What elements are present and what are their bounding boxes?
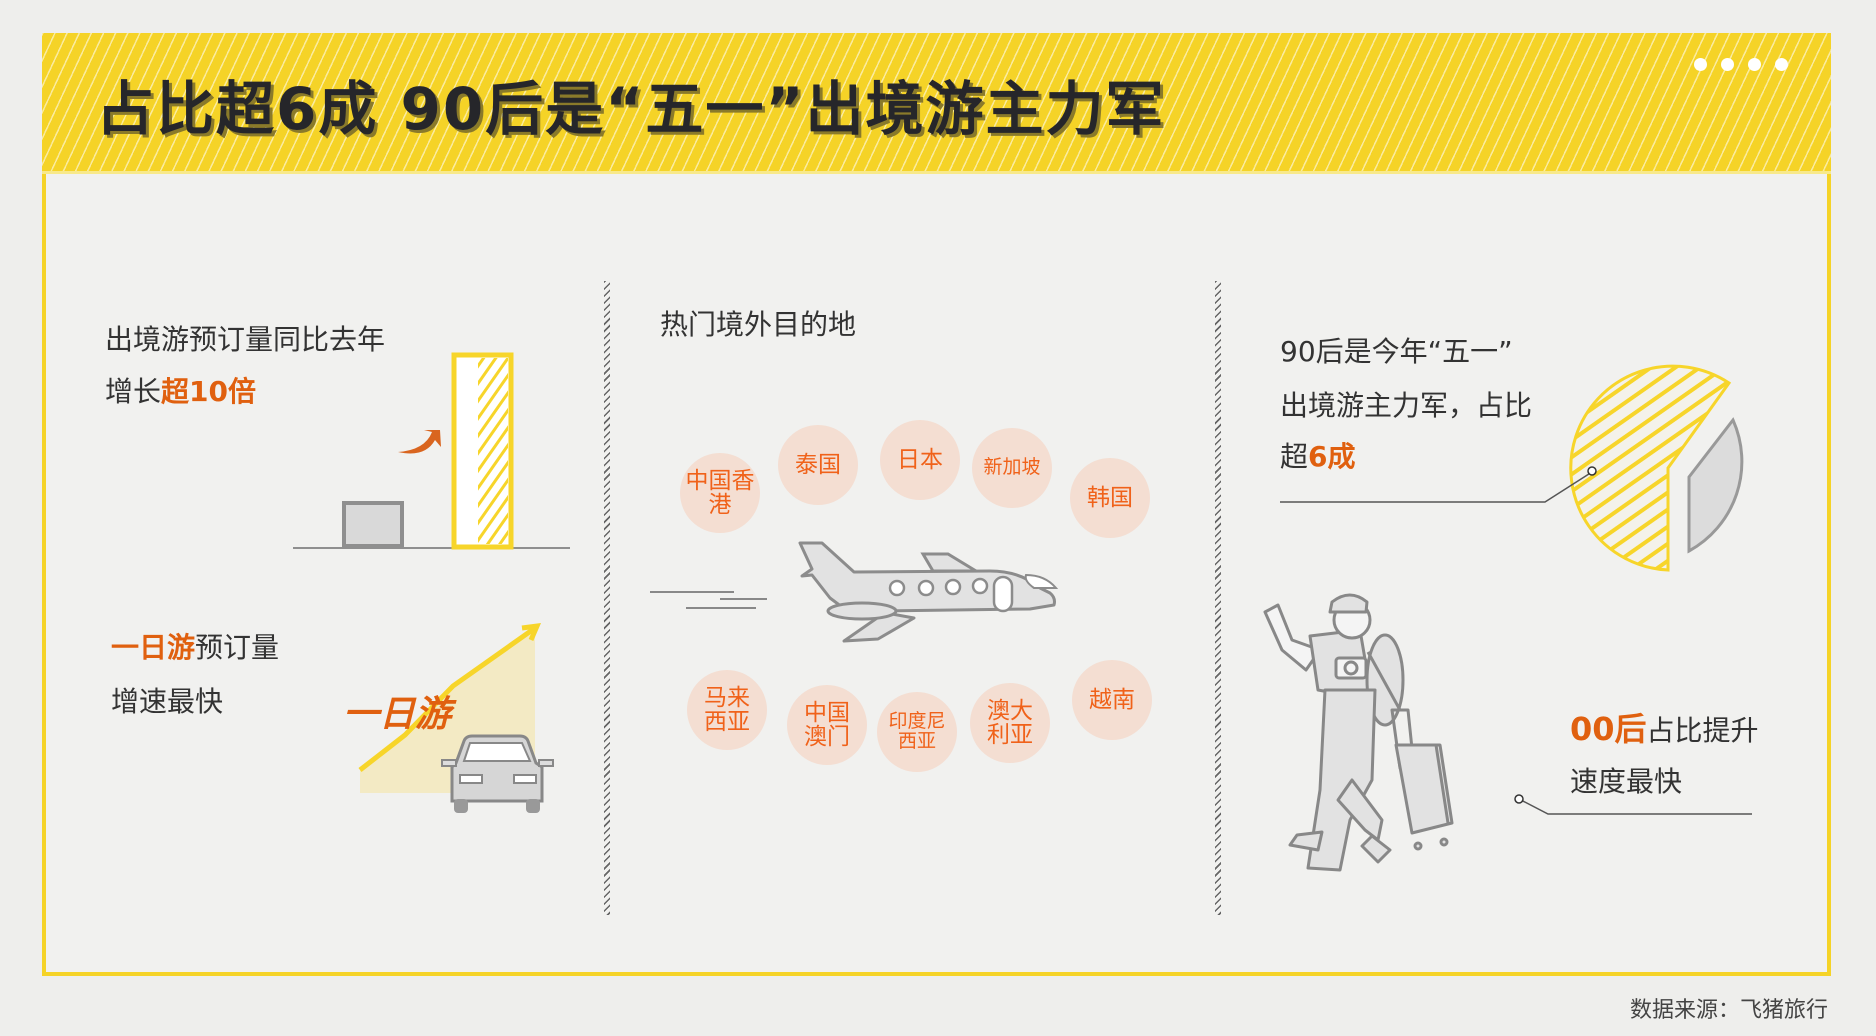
destination-bubble: 中国澳门 [787, 685, 867, 765]
destination-bubble: 澳大利亚 [970, 683, 1050, 763]
section-divider [604, 281, 610, 915]
pie-slice-others [1687, 417, 1744, 554]
main-force-line2: 出境游主力军，占比 [1280, 389, 1533, 422]
destination-bubble: 韩国 [1070, 458, 1150, 538]
day-trip-suffix: 预订量 [195, 631, 280, 664]
traveler-illustration [1263, 593, 1454, 872]
dot-decoration [1721, 58, 1734, 71]
bar-last-year [342, 501, 404, 548]
trend-line [358, 625, 537, 772]
airplane-icon [650, 541, 1059, 643]
arrow-head-icon [521, 622, 542, 641]
page-title: 占比超6成 90后是“五一”出境游主力军 [96, 75, 1166, 143]
pointer-line [1518, 798, 1752, 815]
section-divider [1215, 281, 1221, 915]
share-prefix: 超 [1280, 440, 1309, 473]
bar-hatch [478, 358, 508, 544]
destination-bubble: 越南 [1072, 660, 1152, 740]
area-chart-label: 一日游 [343, 694, 452, 735]
dot-decoration [1748, 58, 1761, 71]
destination-bubble: 印度尼西亚 [877, 692, 957, 772]
infographic-frame [42, 33, 1831, 976]
share-highlight: 6成 [1308, 440, 1356, 473]
booking-growth-line1: 出境游预订量同比去年 [105, 323, 386, 356]
dot-decoration [1775, 58, 1788, 71]
destination-bubble: 泰国 [778, 425, 858, 505]
destination-bubble: 马来西亚 [687, 670, 767, 750]
booking-growth-line2: 增长超10倍 [105, 378, 256, 406]
destination-bubble: 中国香港 [680, 453, 760, 533]
day-trip-line2: 增速最快 [111, 685, 224, 718]
data-source: 数据来源：飞猪旅行 [1629, 998, 1828, 1023]
gen00-highlight: 00后 [1570, 710, 1647, 748]
pointer-line [1280, 471, 1593, 503]
main-force-line1: 90后是今年“五一” [1280, 335, 1513, 368]
day-trip-area-chart [358, 622, 554, 813]
growth-bar-chart [293, 352, 570, 550]
growth-highlight: 超10倍 [161, 375, 256, 408]
gen00-line1: 00后占比提升 [1570, 713, 1759, 745]
destination-bubble: 新加坡 [972, 428, 1052, 508]
day-trip-line1: 一日游预订量 [111, 634, 279, 662]
dot-decoration [1694, 58, 1707, 71]
pie-slice-90s [1569, 364, 1732, 572]
header-banner [42, 33, 1831, 174]
growth-prefix: 增长 [105, 375, 162, 408]
gen00-line2: 速度最快 [1570, 765, 1683, 798]
age-pie-chart [1280, 364, 1752, 815]
up-arrow-icon [398, 430, 441, 454]
destination-bubble: 日本 [880, 420, 960, 500]
car-icon [441, 734, 554, 813]
day-trip-highlight: 一日游 [111, 631, 196, 664]
gen00-suffix: 占比提升 [1646, 714, 1759, 747]
main-force-line3: 超6成 [1280, 443, 1356, 471]
destinations-title: 热门境外目的地 [660, 308, 857, 341]
